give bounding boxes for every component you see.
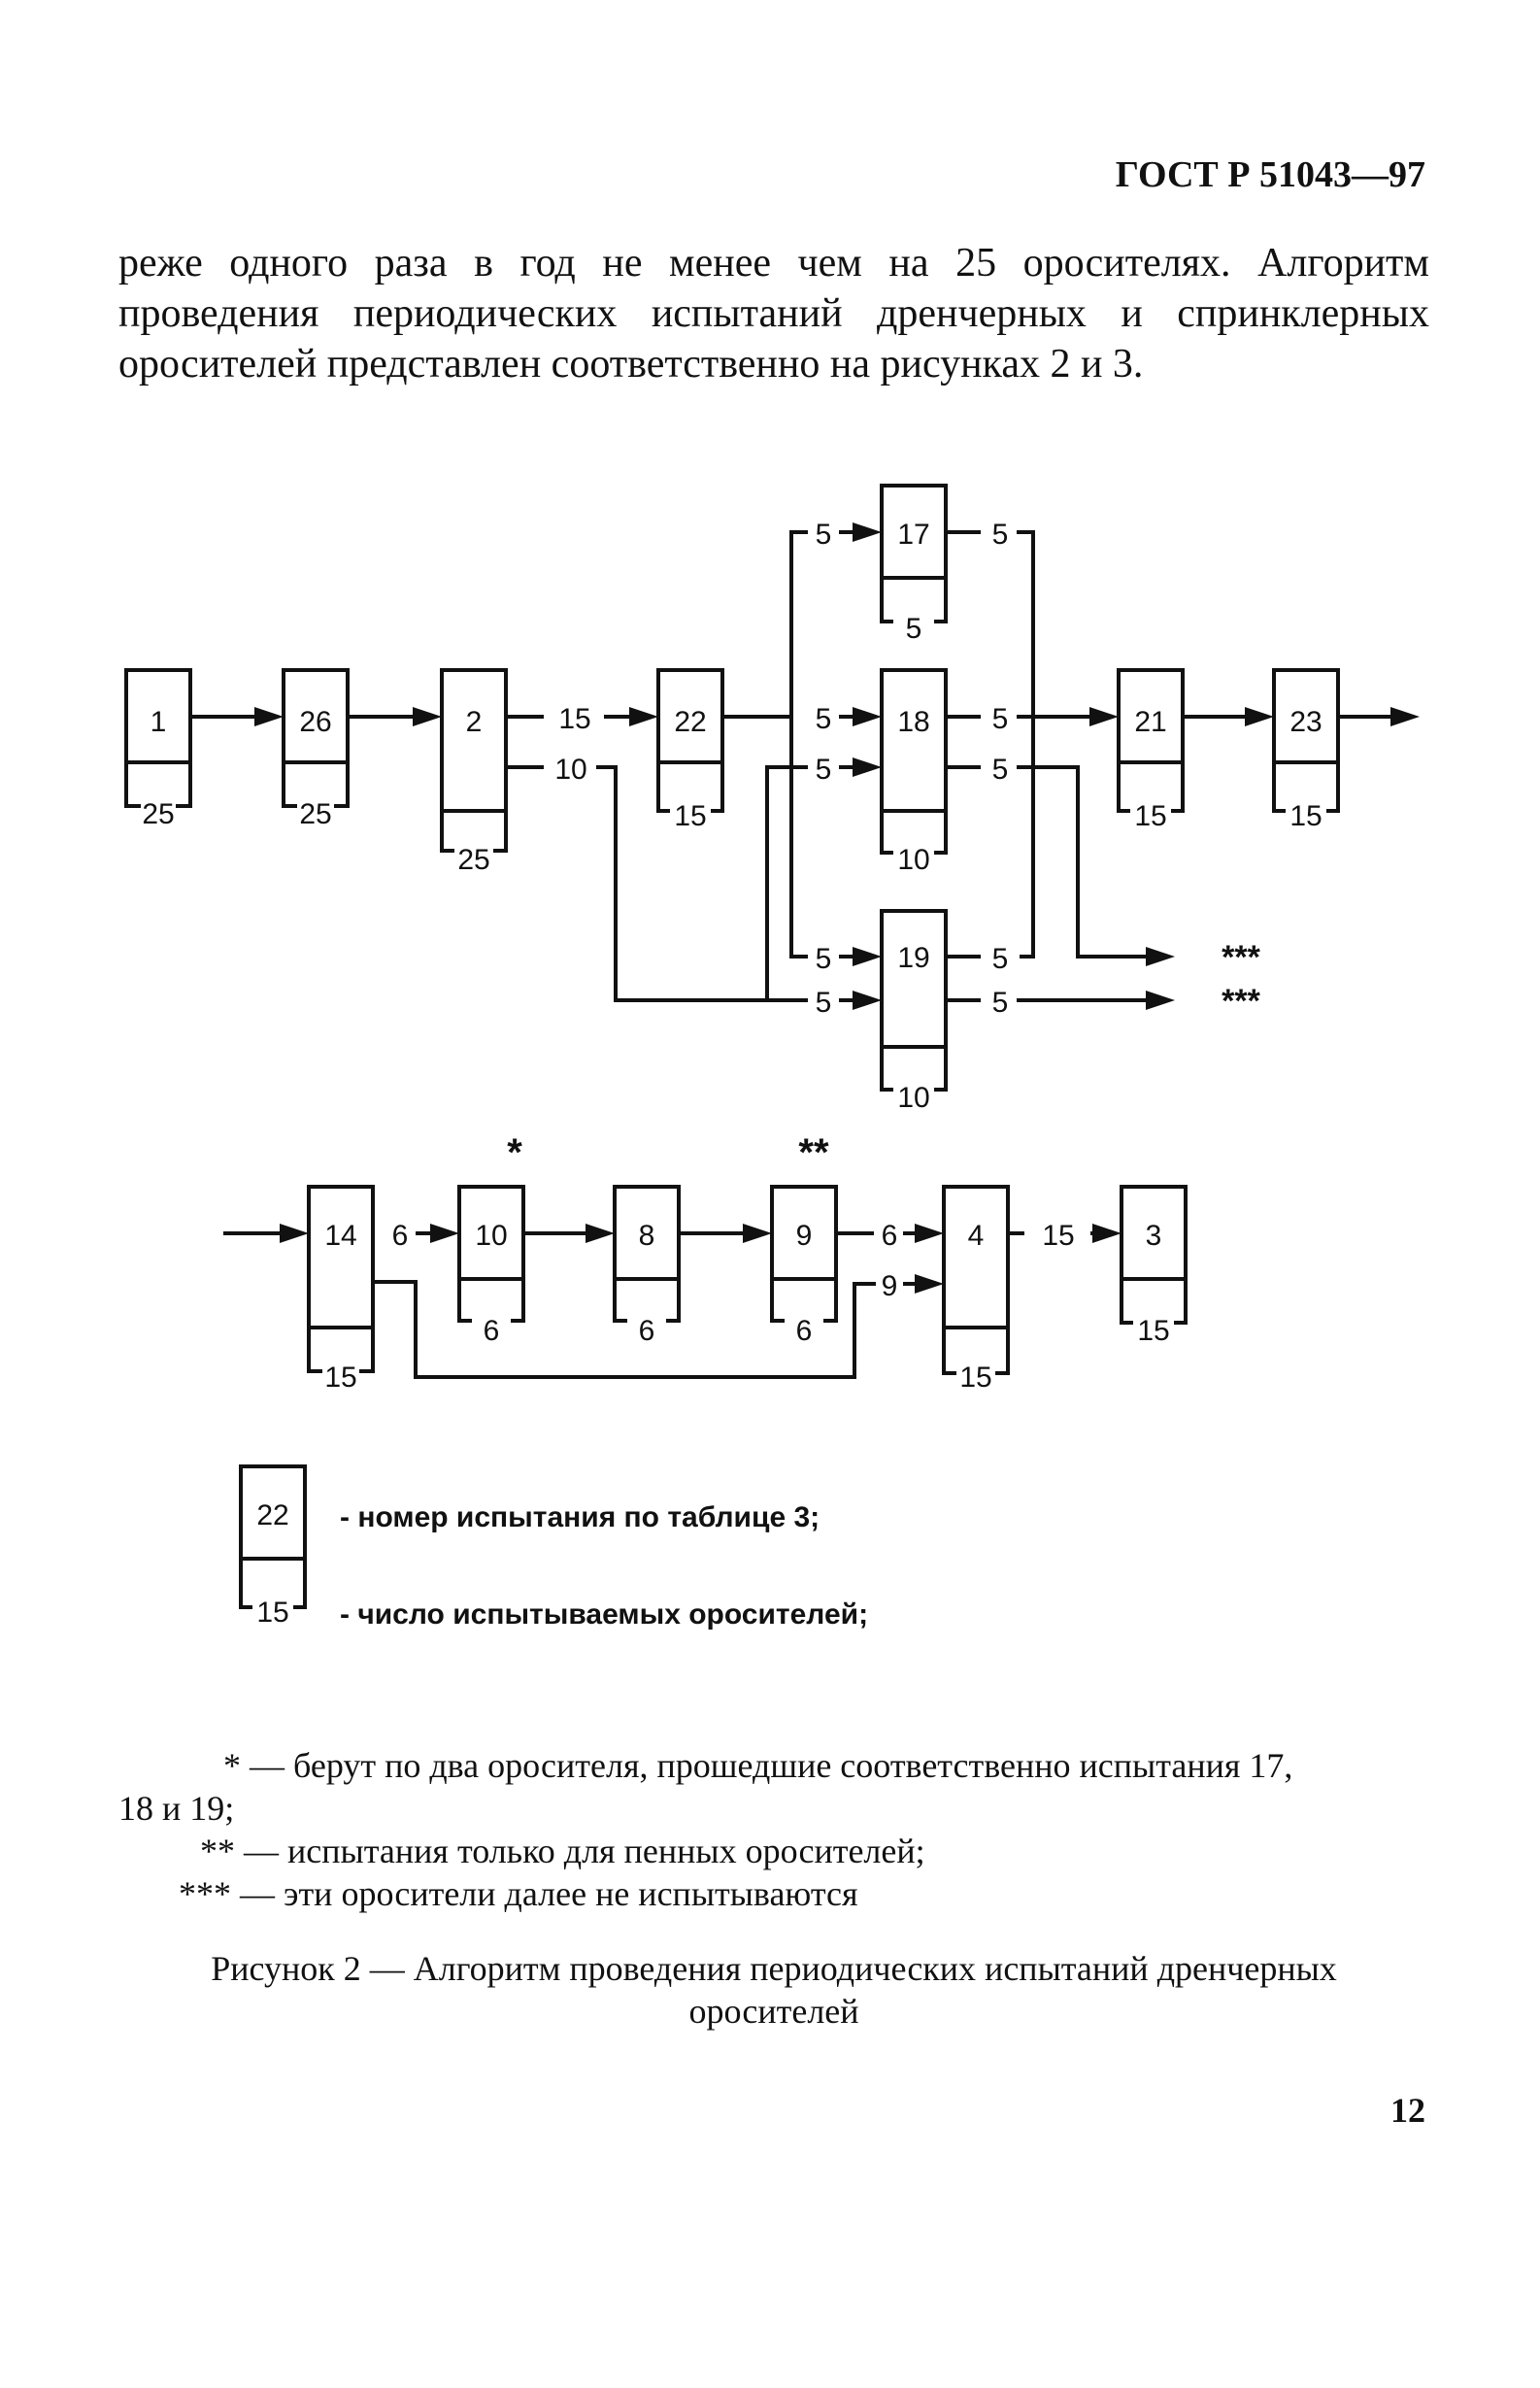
test-count: 15	[959, 1362, 991, 1394]
flow-label: 5	[816, 987, 832, 1019]
test-number: 3	[1146, 1220, 1162, 1252]
intro-paragraph: реже одного раза в год не менее чем на 2…	[118, 238, 1429, 389]
test-box-8: 8 6	[613, 1185, 681, 1347]
flow-label: 5	[816, 754, 832, 786]
test-box-9: 9 6	[770, 1185, 838, 1347]
test-count: 10	[897, 844, 929, 876]
test-number: 22	[674, 706, 706, 738]
flow-label: 5	[992, 519, 1009, 551]
legend-test-number: 22	[256, 1499, 288, 1531]
caption-line: оросителей	[688, 1992, 859, 2031]
test-box-18: 18 10	[880, 668, 948, 876]
test-count: 5	[906, 613, 922, 645]
test-box-22: 22 15	[656, 668, 724, 832]
flow-label: 10	[554, 754, 586, 786]
test-number: 10	[475, 1220, 507, 1252]
test-count: 15	[1137, 1315, 1169, 1347]
test-count: 6	[484, 1315, 500, 1347]
intro-line: проведения периодических испытаний дренч…	[118, 291, 1429, 336]
test-count: 6	[796, 1315, 813, 1347]
test-count: 25	[142, 798, 174, 830]
footnote-3: *** — эти оросители далее не испытываютс…	[179, 1874, 858, 1913]
test-count: 6	[639, 1315, 655, 1347]
test-number: 14	[324, 1220, 356, 1252]
test-number: 23	[1289, 706, 1322, 738]
test-box-2: 2 25	[440, 668, 508, 876]
footnotes: * — берут по два оросителя, прошедшие со…	[118, 1744, 1429, 1915]
test-count: 25	[299, 798, 331, 830]
test-box-14: 14 15	[307, 1185, 375, 1394]
intro-line: оросителей представлен соответственно на…	[118, 342, 1144, 387]
test-number: 2	[466, 706, 483, 738]
flow-label: 6	[882, 1220, 898, 1252]
legend-test-count: 15	[256, 1597, 288, 1629]
flow-label: 5	[992, 703, 1009, 735]
caption-line: Рисунок 2 — Алгоритм проведения периодич…	[211, 1949, 1337, 1988]
test-count: 15	[1289, 800, 1322, 832]
test-count: 25	[457, 844, 489, 876]
test-number: 4	[968, 1220, 985, 1252]
terminal-marker: ***	[1222, 983, 1260, 1020]
flow-label: 9	[882, 1270, 898, 1302]
flow-label: 5	[992, 754, 1009, 786]
flow-label: 5	[992, 987, 1009, 1019]
test-number: 9	[796, 1220, 813, 1252]
note-marker: **	[798, 1131, 829, 1174]
flow-label: 5	[816, 519, 832, 551]
test-number: 19	[897, 942, 929, 974]
test-box-21: 21 15	[1117, 668, 1185, 832]
test-box-17: 17 5	[880, 484, 948, 645]
terminal-marker: ***	[1222, 939, 1260, 976]
note-marker: *	[507, 1131, 522, 1174]
test-count: 15	[324, 1362, 356, 1394]
test-count: 10	[897, 1082, 929, 1114]
test-count: 15	[674, 800, 706, 832]
test-number: 1	[151, 706, 167, 738]
figure-caption: Рисунок 2 — Алгоритм проведения периодич…	[118, 1947, 1429, 2033]
test-box-4: 4 15	[942, 1185, 1010, 1394]
flow-label: 5	[992, 943, 1009, 975]
footnote-1: * — берут по два оросителя, прошедшие со…	[223, 1746, 1293, 1785]
page-number: 12	[1390, 2091, 1425, 2130]
test-box-10: 10 6	[457, 1185, 525, 1347]
flow-label: 5	[816, 943, 832, 975]
test-number: 18	[897, 706, 929, 738]
legend-count-description: - число испытываемых оросителей;	[340, 1598, 868, 1631]
intro-line: реже одного раза в год не менее чем на 2…	[118, 241, 1429, 286]
flow-label: 5	[816, 703, 832, 735]
footnote-2: ** — испытания только для пенных оросите…	[200, 1832, 925, 1870]
document-code: ГОСТ Р 51043—97	[1115, 154, 1425, 195]
test-box-19: 19 10	[880, 909, 948, 1114]
flow-label: 6	[392, 1220, 409, 1252]
test-box-26: 26 25	[282, 668, 350, 830]
test-box-1: 1 25	[124, 668, 192, 830]
footnote-1-continuation: 18 и 19;	[118, 1789, 235, 1828]
test-count: 15	[1134, 800, 1166, 832]
test-number: 8	[639, 1220, 655, 1252]
test-box-23: 23 15	[1272, 668, 1340, 832]
test-number: 26	[299, 706, 331, 738]
flow-label: 15	[558, 703, 590, 735]
test-box-3: 3 15	[1120, 1185, 1188, 1347]
legend-number-description: - номер испытания по таблице 3;	[340, 1501, 820, 1533]
test-number: 17	[897, 519, 929, 551]
diagram-legend: 22 15 - номер испытания по таблице 3; - …	[239, 1464, 868, 1631]
test-number: 21	[1134, 706, 1166, 738]
flow-label: 15	[1042, 1220, 1074, 1252]
